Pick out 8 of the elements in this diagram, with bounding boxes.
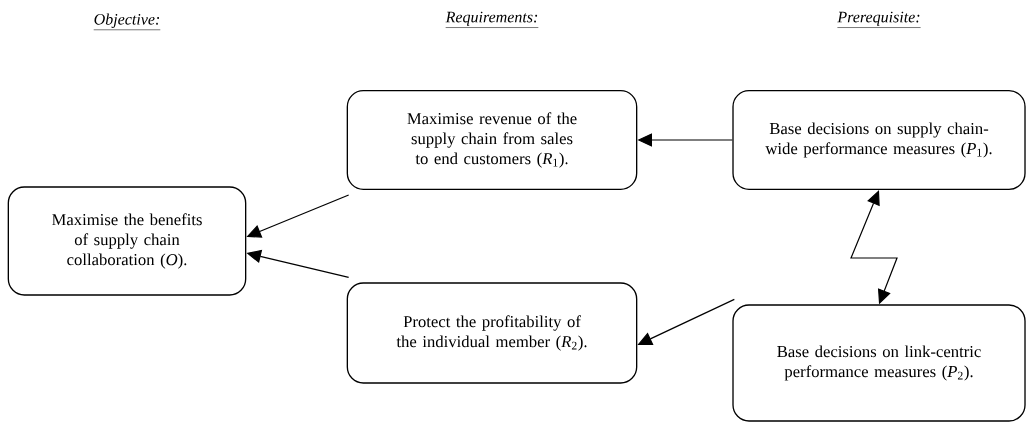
process-box: Base decisions on link-centric performance measures (P$_{2}$). [732,304,1026,422]
column-heading: Requirements: [445,11,539,28]
column-heading: Prerequisite: [837,11,921,28]
column-heading: Objective: [93,13,161,31]
process-box: Maximise revenue of the supply chain from sales to end customers (R$_{1}$). [346,90,638,190]
process-box: Maximise the benefits of supply chain collaboration (O). [7,186,247,296]
process-box: Protect the profitability of the individual member (R$_{2}$). [346,282,638,384]
process-box: Base decisions on supply chain-wide performance measures (P$_{1}$). [732,90,1026,190]
